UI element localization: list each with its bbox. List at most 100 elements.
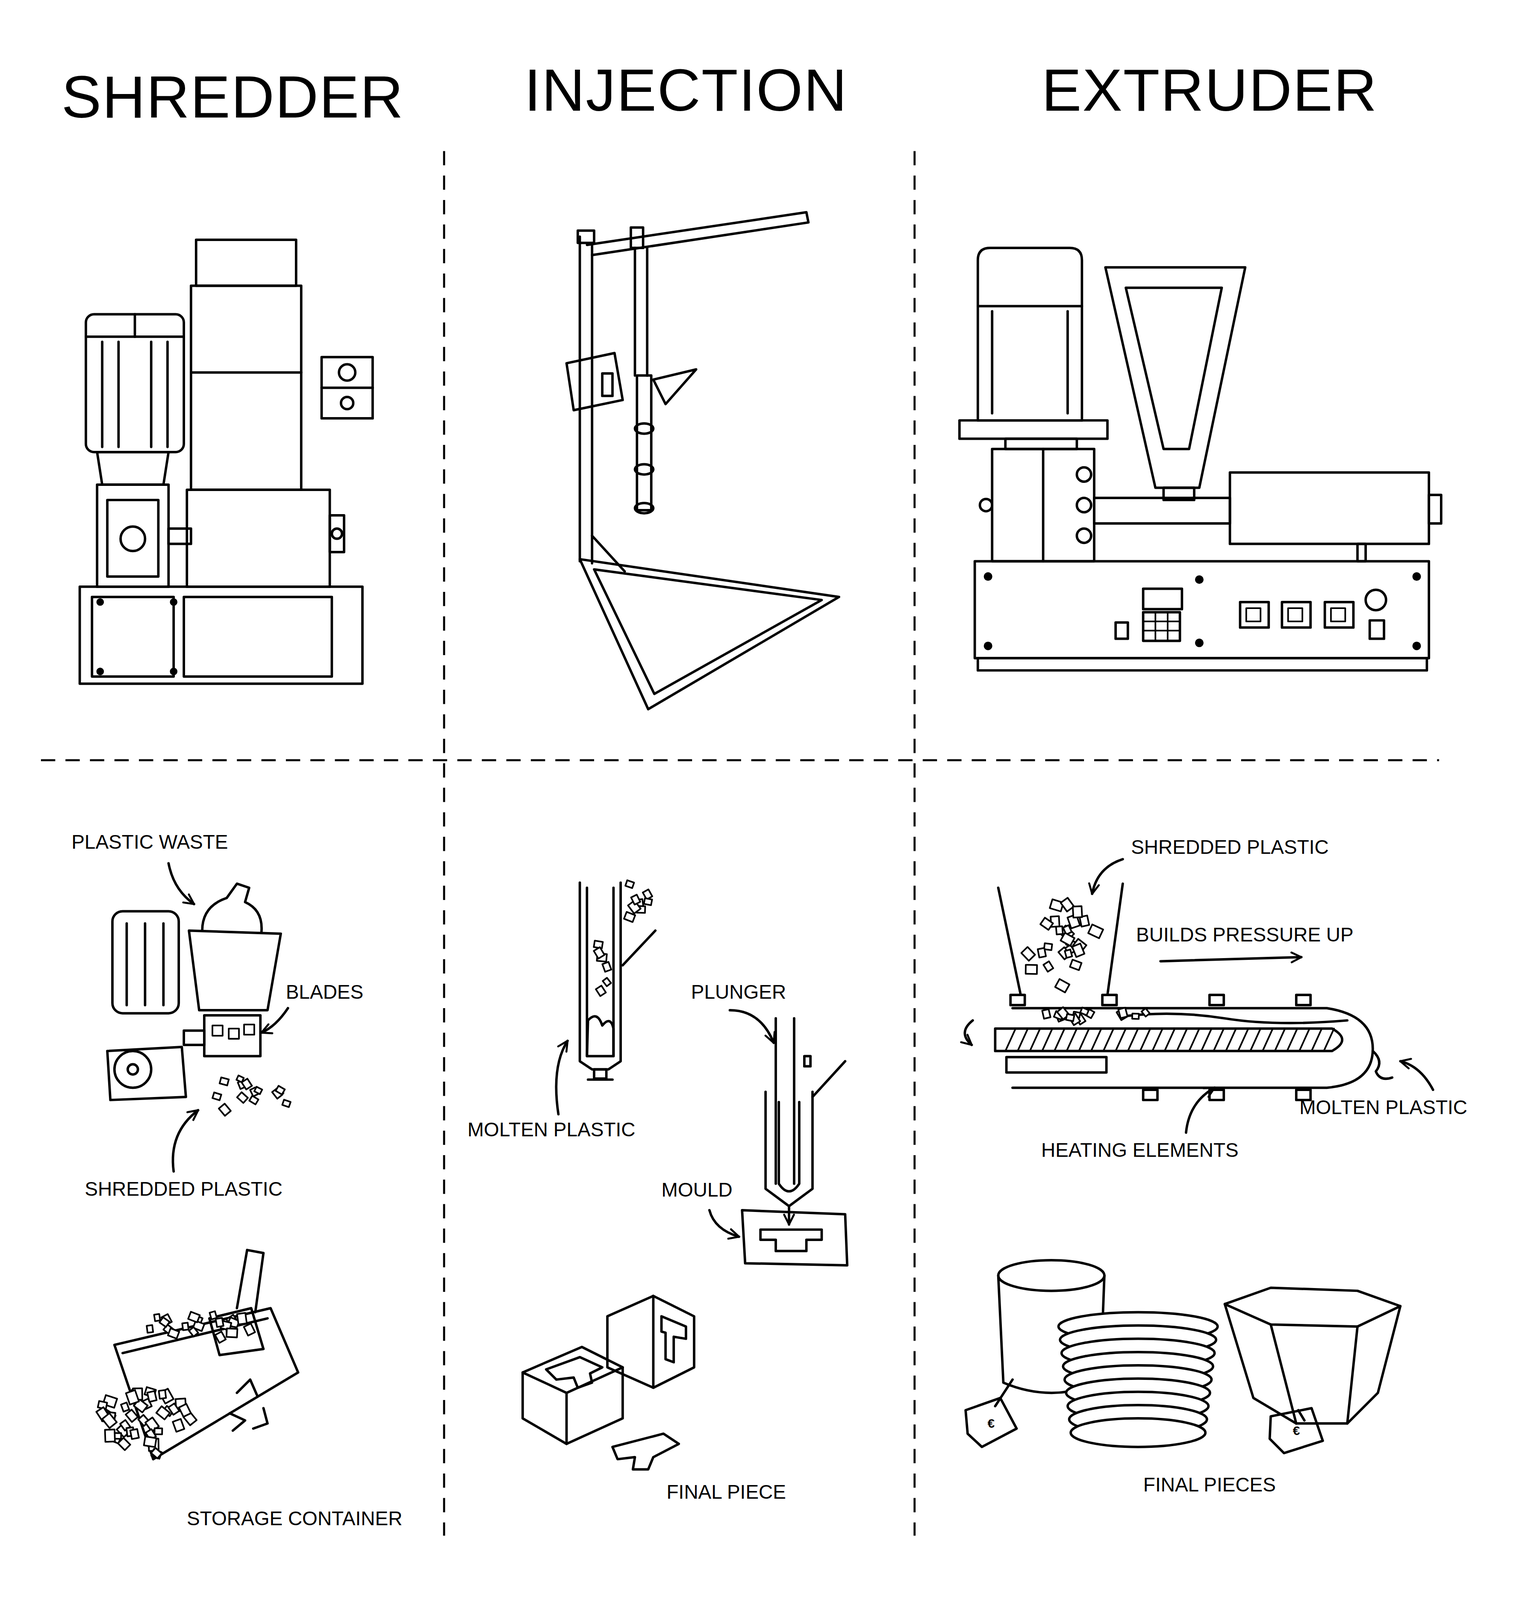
screw-thread-part bbox=[1299, 1028, 1310, 1052]
shredded-plastic-part bbox=[146, 1325, 154, 1334]
shredder-machine-part bbox=[120, 526, 145, 551]
final-pieces-part bbox=[965, 1398, 1017, 1448]
shredded-plastic-part bbox=[595, 985, 607, 997]
extruder-machine-part bbox=[977, 304, 1083, 308]
screw-thread-part bbox=[1189, 1028, 1200, 1052]
screw-thread-part bbox=[1213, 1028, 1224, 1052]
leader-arrows-part bbox=[261, 1008, 289, 1033]
screw-thread-part bbox=[1323, 1028, 1334, 1052]
leader-arrows-part bbox=[168, 863, 195, 905]
extruder-machine-part bbox=[1066, 311, 1069, 414]
part-label: SHREDDED PLASTIC bbox=[1130, 836, 1329, 859]
shredded-plastic-part bbox=[254, 1086, 263, 1095]
shredder-machine-part bbox=[183, 597, 332, 677]
screw-thread-part bbox=[1176, 1028, 1187, 1052]
shredded-plastic-part bbox=[182, 1322, 189, 1331]
injection-machine-part bbox=[566, 353, 623, 411]
part-label: MOULD bbox=[661, 1178, 733, 1202]
coiled-bowl-part bbox=[1070, 1418, 1206, 1448]
injection-machine-part bbox=[577, 230, 595, 244]
extruder-machine-part bbox=[1330, 608, 1346, 622]
label-slot: FINAL PIECE bbox=[666, 1480, 787, 1504]
injection-machine-part bbox=[630, 227, 644, 248]
injection-sketch-part bbox=[612, 1433, 679, 1470]
extruder-section-part bbox=[1107, 883, 1123, 996]
extruder-machine-part bbox=[1143, 620, 1181, 623]
injection-sketch-part bbox=[778, 1102, 800, 1192]
shredded-plastic-part bbox=[643, 898, 652, 906]
injection-machine-part bbox=[586, 212, 809, 256]
shredded-plastic-part bbox=[1055, 979, 1070, 993]
label-slot: EXTRUDER bbox=[1041, 55, 1378, 125]
screw-thread-part bbox=[1152, 1028, 1163, 1052]
final-pieces-part bbox=[1269, 1408, 1323, 1454]
shredder-sketch-part bbox=[162, 923, 165, 1006]
shredded-plastic-part bbox=[212, 1092, 222, 1101]
shredded-plastic-part bbox=[158, 1390, 167, 1399]
extruder-section-part bbox=[1209, 1089, 1224, 1101]
shredded-plastic-part bbox=[1060, 933, 1075, 947]
shredded-plastic-part bbox=[125, 1409, 138, 1422]
shredded-plastic-part bbox=[1118, 1007, 1128, 1019]
injection-sketch-part bbox=[586, 1016, 614, 1057]
shredder-machine-part bbox=[79, 586, 363, 684]
injection-sketch-part bbox=[546, 1357, 603, 1389]
shredder-machine-part bbox=[100, 341, 104, 448]
injection-machine-part bbox=[590, 244, 594, 564]
shredder-machine-part bbox=[321, 357, 373, 419]
extruder-machine-part bbox=[959, 420, 1108, 439]
injection-machine-part bbox=[653, 369, 697, 404]
shredder-machine-part bbox=[170, 599, 177, 605]
shredder-sketch-part bbox=[204, 1015, 261, 1057]
injection-sketch-part bbox=[586, 887, 614, 1057]
extruder-machine-part bbox=[1246, 608, 1261, 622]
injection-machine-part bbox=[578, 236, 582, 562]
leader-arrows-part bbox=[1400, 1061, 1433, 1090]
shredded-plastic-part bbox=[249, 1095, 259, 1105]
injection-sketch-part bbox=[804, 1056, 811, 1067]
part-label: PLUNGER bbox=[691, 980, 787, 1004]
label-slot: € bbox=[1292, 1423, 1301, 1439]
storage-container-part bbox=[114, 1308, 299, 1460]
shredded-plastic-part bbox=[147, 1391, 157, 1402]
shredded-plastic-part bbox=[1021, 947, 1036, 961]
shredded-plastic-part bbox=[105, 1429, 115, 1443]
injection-machine-part bbox=[635, 503, 654, 514]
screw-thread-part bbox=[1042, 1028, 1053, 1052]
label-slot: BLADES bbox=[285, 980, 364, 1004]
shredded-plastic-part bbox=[159, 1317, 170, 1328]
injection-sketch-part bbox=[792, 1018, 796, 1184]
injection-machine-part bbox=[645, 247, 649, 376]
label-slot: MOULD bbox=[661, 1178, 733, 1202]
injection-sketch-part bbox=[812, 1061, 845, 1098]
extruder-machine-part bbox=[977, 247, 1083, 421]
shredder-sketch-part bbox=[188, 930, 281, 1011]
extruder-machine-part bbox=[1076, 467, 1091, 482]
extruder-machine-part bbox=[985, 573, 992, 580]
extruder-machine-part bbox=[1125, 287, 1222, 449]
injection-machine-part bbox=[636, 375, 651, 511]
shredded-plastic-part bbox=[237, 1313, 248, 1325]
shredded-plastic-part bbox=[226, 1328, 238, 1338]
screw-thread-part bbox=[1274, 1028, 1286, 1052]
shredded-plastic-part bbox=[218, 1103, 231, 1116]
shredded-plastic-part bbox=[1040, 917, 1054, 931]
part-label: MOLTEN PLASTIC bbox=[467, 1118, 636, 1142]
label-slot: INJECTION bbox=[524, 55, 848, 125]
extruder-machine-part bbox=[1143, 630, 1181, 632]
extruder-section-part bbox=[1102, 995, 1117, 1006]
extruder-section-part bbox=[1010, 995, 1025, 1006]
column-heading: EXTRUDER bbox=[1041, 55, 1378, 125]
extruder-machine-part bbox=[1154, 612, 1157, 642]
shredder-machine-part bbox=[107, 500, 159, 577]
extruder-section-part bbox=[1209, 995, 1224, 1006]
shredded-plastic-part bbox=[1064, 949, 1072, 959]
screw-thread-part bbox=[1164, 1028, 1175, 1052]
shredder-machine-part bbox=[91, 597, 174, 677]
extruder-machine-part bbox=[985, 642, 992, 649]
leader-arrows-part bbox=[1186, 1087, 1215, 1133]
shredded-plastic-part bbox=[215, 1318, 224, 1328]
extruder-machine-part bbox=[1196, 576, 1203, 583]
shredder-machine bbox=[79, 239, 373, 684]
